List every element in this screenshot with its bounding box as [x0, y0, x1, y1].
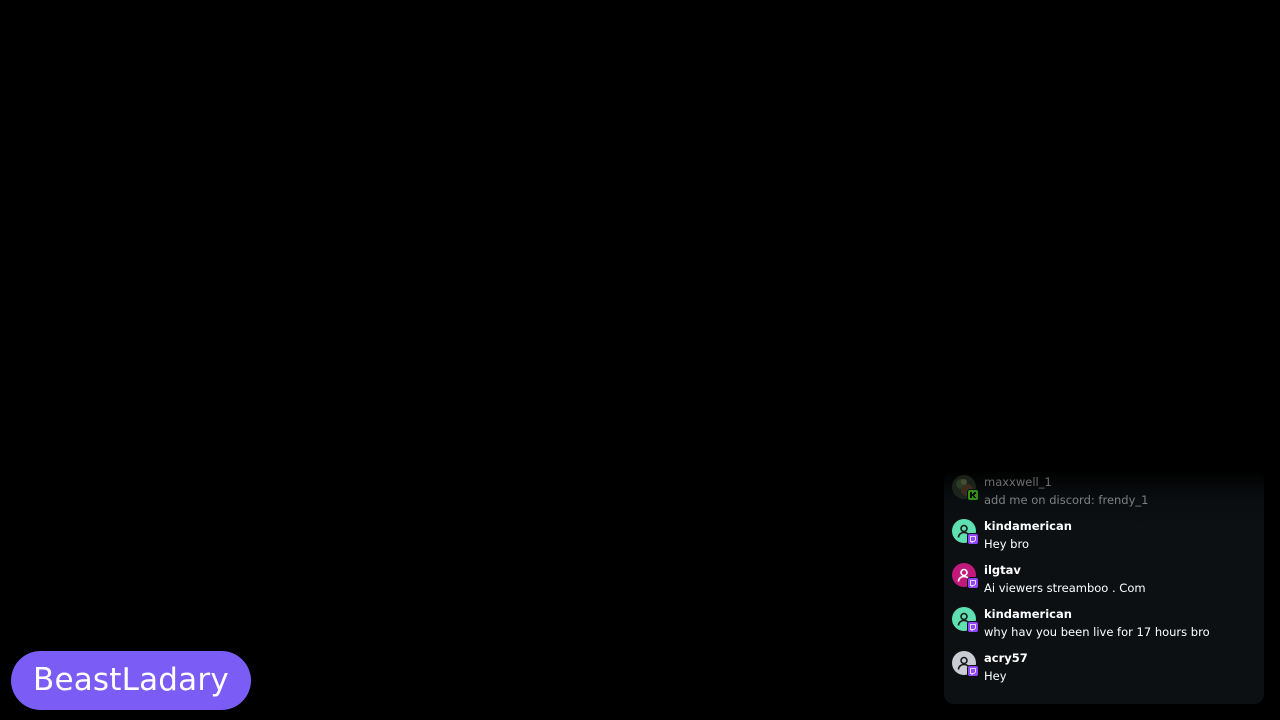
avatar: [952, 607, 979, 633]
twitch-logo-icon: [967, 533, 979, 545]
streamer-name-badge: BeastLadary: [11, 651, 251, 710]
twitch-logo-icon: [967, 577, 979, 589]
chat-text: Ai viewers streamboo . Com: [984, 581, 1146, 595]
chat-message: acry57 Hey: [952, 650, 1256, 694]
chat-username[interactable]: kindamerican: [984, 607, 1072, 621]
chat-text: Hey bro: [984, 537, 1029, 551]
chat-message: maxxwell_1 add me on discord: frendy_1: [952, 474, 1256, 518]
chat-text: add me on discord: frendy_1: [984, 493, 1149, 507]
avatar: [952, 475, 979, 501]
chat-message: kindamerican why hav you been live for 1…: [952, 606, 1256, 650]
kick-logo-icon: [967, 489, 979, 501]
twitch-logo-icon: [967, 665, 979, 677]
chat-text: Hey: [984, 669, 1007, 683]
chat-username[interactable]: acry57: [984, 651, 1028, 665]
twitch-logo-icon: [967, 621, 979, 633]
chat-username[interactable]: ilgtav: [984, 563, 1021, 577]
chat-text: why hav you been live for 17 hours bro: [984, 625, 1210, 639]
chat-message: kindamerican Hey bro: [952, 518, 1256, 562]
avatar: [952, 519, 979, 545]
avatar: [952, 563, 979, 589]
chat-message-list: maxxwell_1 add me on discord: frendy_1: [952, 474, 1256, 694]
chat-username[interactable]: maxxwell_1: [984, 475, 1052, 489]
avatar: [952, 651, 979, 677]
chat-message: ilgtav Ai viewers streamboo . Com: [952, 562, 1256, 606]
chat-overlay: maxxwell_1 add me on discord: frendy_1: [944, 470, 1264, 704]
chat-username[interactable]: kindamerican: [984, 519, 1072, 533]
